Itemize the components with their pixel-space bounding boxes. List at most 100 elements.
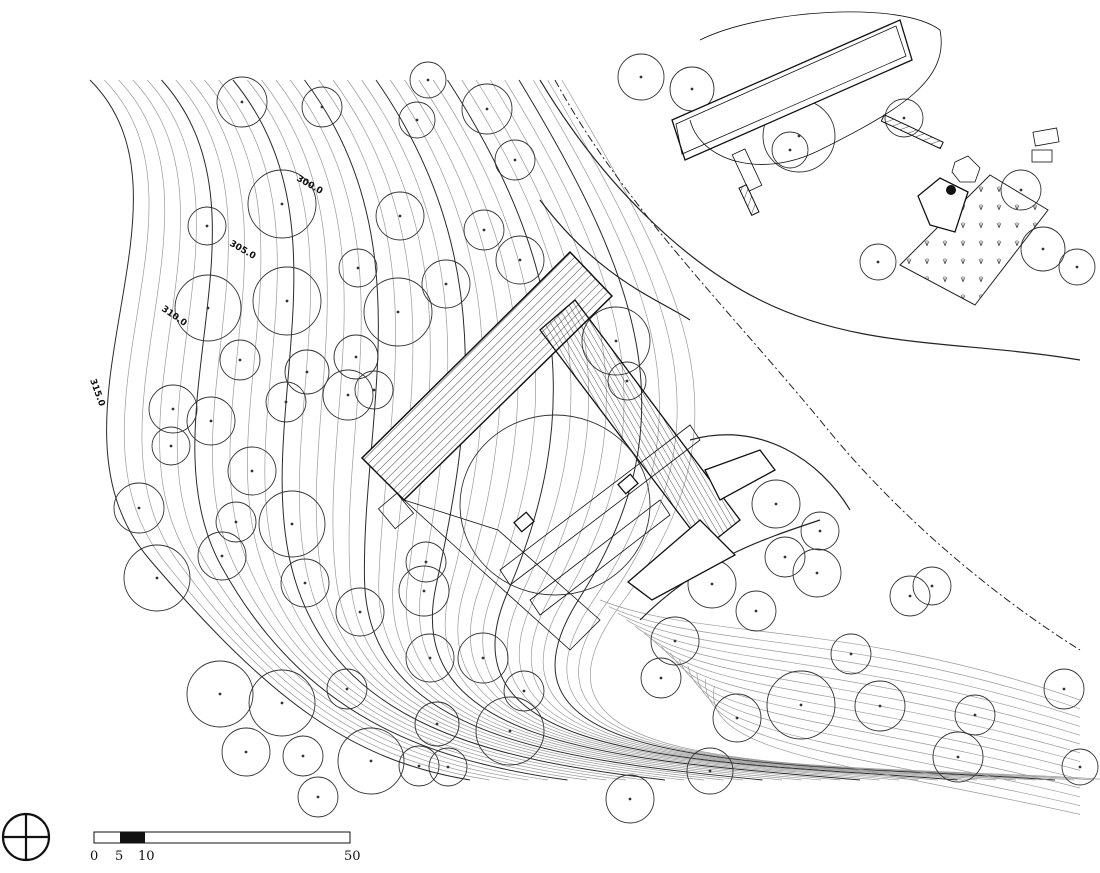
tree-trunk: [735, 716, 739, 720]
tree-trunk: [428, 656, 432, 660]
scale-label-5: 5: [115, 849, 123, 864]
contour-line: [304, 79, 763, 781]
north-house: [671, 11, 944, 216]
tree-canopy: [475, 696, 545, 766]
tree-trunk: [639, 75, 643, 79]
tree-trunk: [301, 754, 305, 758]
contour-line: [670, 652, 1081, 771]
tree-canopy: [503, 670, 545, 712]
contour-line: [432, 79, 939, 781]
tree-trunk: [426, 78, 430, 82]
contour-line: [687, 665, 1081, 789]
tree-trunk: [908, 594, 912, 598]
tree-trunk: [280, 202, 284, 206]
contour-line: [347, 79, 822, 781]
tree-canopy: [428, 747, 468, 787]
tree-canopy: [322, 369, 374, 421]
contour-line: [490, 79, 1017, 781]
tree-canopy: [398, 101, 436, 139]
tree-trunk: [754, 609, 758, 613]
tree-trunk: [220, 554, 224, 558]
tree-trunk: [849, 652, 853, 656]
contour-line: [661, 646, 1081, 762]
tree-trunk: [446, 765, 450, 769]
tree-trunk: [284, 400, 288, 404]
contour-line: [146, 79, 549, 781]
tree-canopy: [605, 774, 655, 824]
tree-trunk: [372, 388, 376, 392]
tree-canopy: [398, 565, 450, 617]
tree-canopy: [333, 334, 379, 380]
tree-trunk: [422, 589, 426, 593]
tree-trunk: [356, 266, 360, 270]
tree-trunk: [415, 118, 419, 122]
tree-canopy: [248, 669, 316, 737]
tree-trunk: [346, 393, 350, 397]
contour-line: [617, 612, 1081, 718]
lawn-circle: [459, 414, 651, 596]
tree-trunk: [290, 522, 294, 526]
contour-line: [504, 79, 1036, 781]
tree-trunk: [424, 560, 428, 564]
tree-trunk: [250, 469, 254, 473]
tree-trunk: [673, 639, 677, 643]
tree-trunk: [774, 502, 778, 506]
contour-line: [518, 79, 1056, 781]
tree-canopy: [409, 61, 447, 99]
tree-canopy: [830, 633, 872, 675]
tree-trunk: [508, 729, 512, 733]
scale-label-0: 0: [90, 849, 98, 864]
tree-canopy: [494, 139, 536, 181]
tree-canopy: [954, 694, 996, 736]
tree-trunk: [169, 444, 173, 448]
tree-canopy: [221, 727, 271, 777]
tree-trunk: [1041, 247, 1045, 251]
contour-line: [561, 79, 1100, 780]
tree-canopy: [766, 670, 836, 740]
tree-trunk: [206, 306, 210, 310]
tree-trunk: [956, 755, 960, 759]
tree-canopy: [337, 727, 405, 795]
tree-canopy: [405, 541, 447, 583]
tree-canopy: [326, 668, 368, 710]
tree-canopy: [457, 632, 509, 684]
tree-canopy: [187, 206, 227, 246]
tree-trunk: [358, 610, 362, 614]
tree-trunk: [320, 105, 324, 109]
tree-canopy: [252, 266, 322, 336]
tree-trunk: [481, 656, 485, 660]
tree-canopy: [219, 339, 261, 381]
tree-trunk: [417, 764, 421, 768]
contour-line: [375, 79, 861, 781]
tree-trunk: [316, 795, 320, 799]
tree-canopy: [932, 731, 984, 783]
contour-line: [547, 79, 1095, 781]
tree-canopy: [792, 548, 842, 598]
tree-trunk: [345, 687, 349, 691]
tree-canopy: [215, 501, 257, 543]
contour-line: [652, 639, 1081, 754]
tree-trunk: [234, 520, 238, 524]
tree-canopy: [148, 384, 198, 434]
tree-canopy: [363, 277, 433, 347]
tree-trunk: [783, 555, 787, 559]
tree-trunk: [902, 116, 906, 120]
contour-line: [608, 606, 1081, 710]
contour-line: [418, 79, 919, 781]
tree-canopy: [216, 76, 268, 128]
contour-line: [626, 619, 1081, 727]
tree-canopy: [735, 590, 777, 632]
tree-trunk: [710, 582, 714, 586]
contour-line: [713, 685, 1081, 815]
contour-line: [261, 79, 705, 781]
tree-canopy: [258, 490, 326, 558]
contour-line: [705, 679, 1081, 806]
contour-line: [447, 79, 958, 781]
tree-trunk: [240, 100, 244, 104]
contour-label-300: 300.0: [295, 174, 325, 197]
tree-trunk: [788, 148, 792, 152]
contour-line: [678, 659, 1081, 780]
tree-trunk: [369, 759, 373, 763]
tree-canopy: [421, 259, 471, 309]
contour-line: [204, 79, 627, 781]
